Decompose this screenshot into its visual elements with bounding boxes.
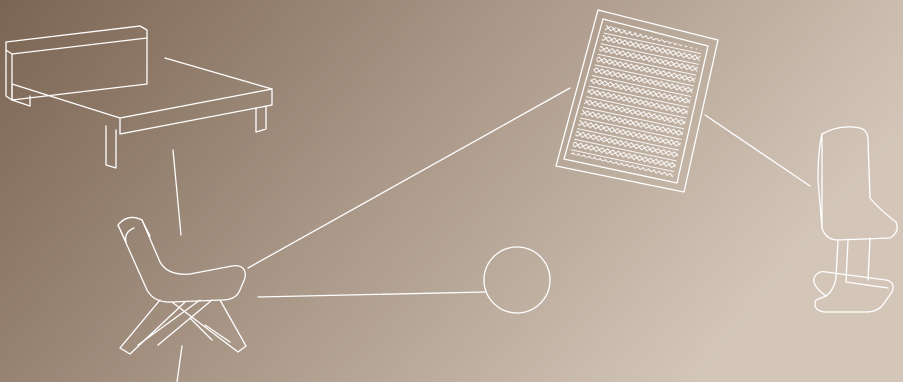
lounge-chair-icon <box>117 216 247 355</box>
bed-icon <box>5 25 273 169</box>
circle-table-icon <box>483 246 551 314</box>
rug-icon <box>555 9 719 193</box>
connector-chair-table <box>257 291 487 298</box>
connector-chair-rug <box>247 87 571 269</box>
connector-chair-bottom <box>176 345 183 382</box>
connector-lines <box>172 87 811 382</box>
connector-bed-chair <box>172 149 182 236</box>
connector-rug-chair2 <box>704 114 811 187</box>
cantilever-chair-icon <box>813 126 898 313</box>
